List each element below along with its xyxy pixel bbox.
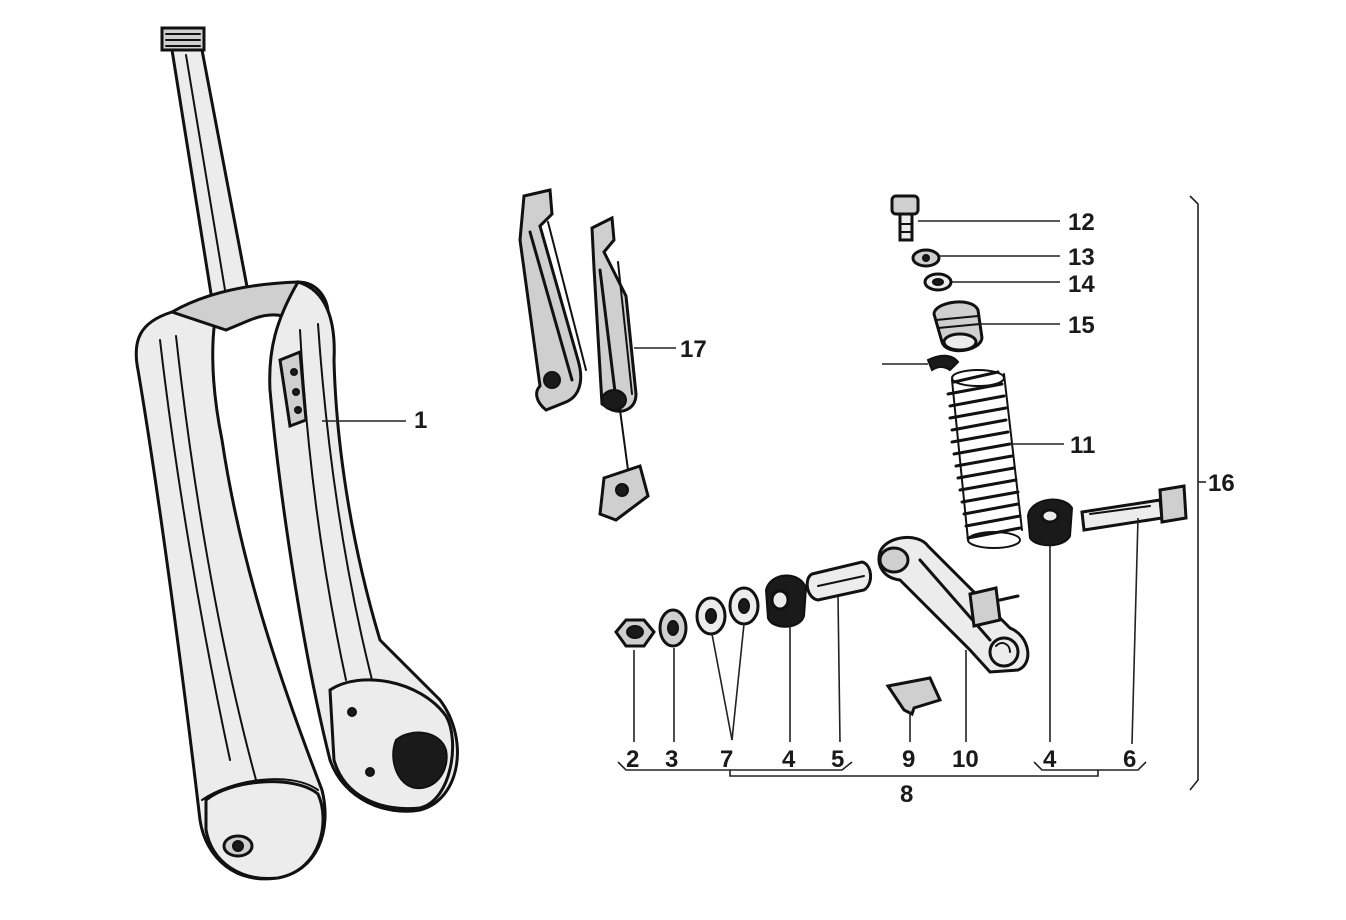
- bracket-16: [1189, 195, 1206, 791]
- washers-7: [695, 586, 760, 741]
- spring-cap-15: [932, 300, 1060, 353]
- label-17: 17: [680, 336, 707, 363]
- bracket-8: [729, 770, 1099, 777]
- label-14: 14: [1068, 271, 1095, 298]
- bushing-4-left: [764, 574, 808, 742]
- nut-13: [911, 248, 1060, 268]
- label-1: 1: [414, 407, 427, 434]
- swing-arm-10: [877, 535, 1030, 742]
- label-12: 12: [1068, 209, 1095, 236]
- lock-washer-3: [658, 608, 688, 742]
- label-4-left: 4: [782, 746, 796, 773]
- label-8: 8: [900, 781, 913, 808]
- fork-right-blade: [268, 280, 459, 813]
- label-7: 7: [720, 746, 733, 773]
- label-9: 9: [902, 746, 915, 773]
- steerer-tube: [160, 26, 250, 302]
- pivot-tube-5: [805, 560, 872, 743]
- label-16: 16: [1208, 470, 1235, 497]
- shock-arms: [518, 188, 676, 522]
- bushing-4-right: [1026, 498, 1074, 547]
- bolt-12: [890, 194, 1060, 242]
- spring-seat: [882, 354, 960, 372]
- washer-14: [923, 272, 1060, 292]
- label-15: 15: [1068, 312, 1095, 339]
- bracket-left-group: [617, 761, 853, 771]
- label-4-right: 4: [1043, 746, 1057, 773]
- label-10: 10: [952, 746, 979, 773]
- label-5: 5: [831, 746, 844, 773]
- fork-assembly: [134, 26, 459, 881]
- label-6: 6: [1123, 746, 1136, 773]
- bracket-right-group: [1033, 761, 1147, 771]
- spring-11: [946, 369, 1064, 549]
- clip-9: [885, 676, 943, 742]
- label-3: 3: [665, 746, 678, 773]
- label-13: 13: [1068, 244, 1095, 271]
- label-2: 2: [626, 746, 639, 773]
- nut-2: [614, 618, 656, 742]
- label-11: 11: [1070, 432, 1095, 459]
- pivot-bolt-6: [1080, 484, 1188, 745]
